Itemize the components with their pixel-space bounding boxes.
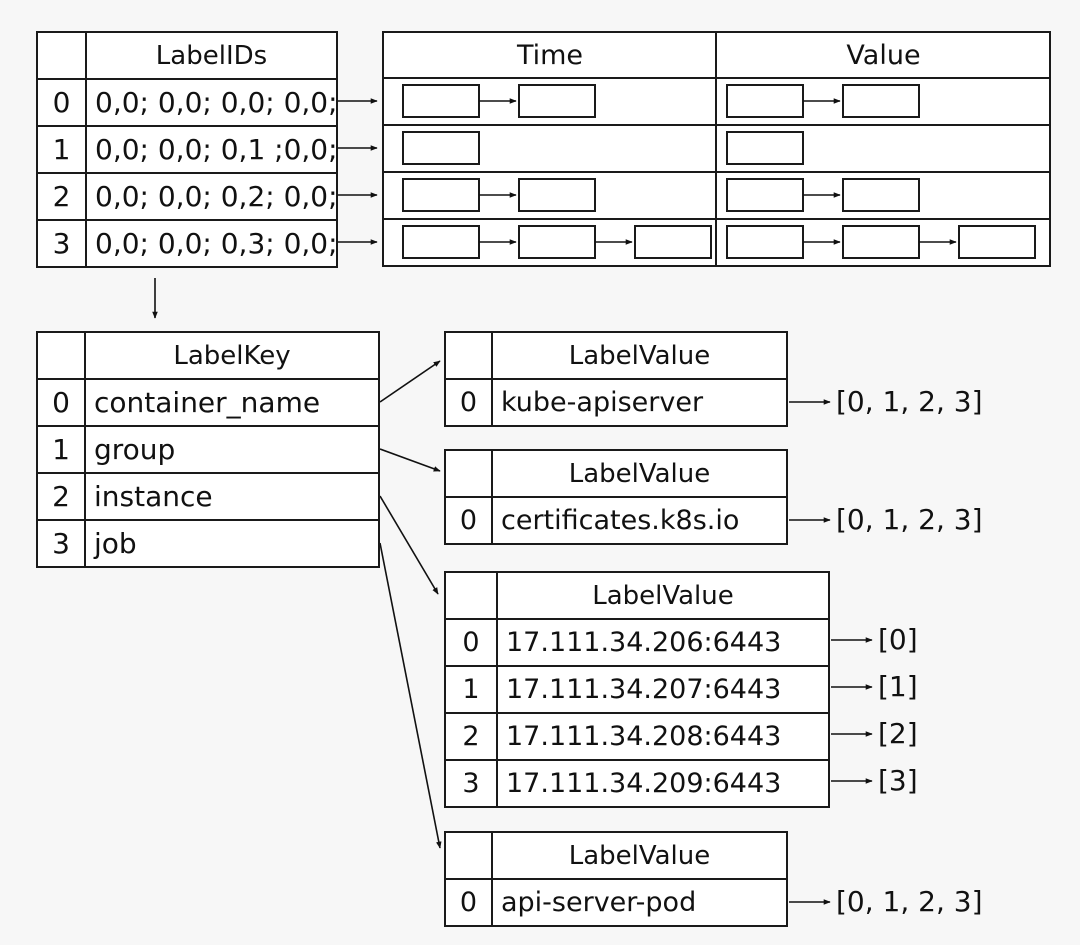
labelvalue-row-value: kube-apiserver [491,378,788,427]
labelkey-row-index: 1 [36,425,86,474]
labelvalue-table-job: LabelValue 0 api-server-pod [444,831,788,927]
labelkey-table: LabelKey 0 container_name 1 group 2 inst… [36,331,380,568]
labelvalue-row-value: 17.111.34.209:6443 [496,759,830,808]
labelvalue-row-value: certificates.k8s.io [491,496,788,545]
postings-list: [2] [878,717,918,750]
time-chunk-box [518,225,596,259]
labelvalue-header: LabelValue [491,449,788,498]
labelkey-row-key: container_name [84,378,380,427]
labelvalue-row-value: 17.111.34.207:6443 [496,665,830,714]
labelvalue-table-container-name: LabelValue 0 kube-apiserver [444,331,788,427]
key3-value-arrow [379,542,442,849]
key0-value-arrow [379,360,441,403]
time-chunk-box [634,225,712,259]
time-chunk-box [402,84,480,118]
labelvalue-row-index: 0 [444,378,493,427]
labelvalue-table-group: LabelValue 0 certificates.k8s.io [444,449,788,545]
labelvalue-index-header [444,831,493,880]
labelvalue-row-value: 17.111.34.206:6443 [496,618,830,667]
labelkey-header: LabelKey [84,331,380,380]
labelvalue-row-value: 17.111.34.208:6443 [496,712,830,761]
value-chunk-box [842,225,920,259]
labelkey-row-index: 3 [36,519,86,568]
time-column-header: Time [516,40,584,71]
labelids-row-value: 0,0; 0,0; 0,0; 0,0; [85,78,338,127]
postings-list: [3] [878,764,918,797]
labelkey-row-key: job [84,519,380,568]
labelids-row-value: 0,0; 0,0; 0,3; 0,0; [85,219,338,268]
labelids-row-value: 0,0; 0,0; 0,1 ;0,0; [85,125,338,174]
key2-value-arrow [379,495,439,595]
postings-list: [0, 1, 2, 3] [836,885,983,918]
labelvalue-header: LabelValue [491,331,788,380]
value-chunk-box [958,225,1036,259]
time-chunk-box [518,178,596,212]
labelkey-row-key: group [84,425,380,474]
labelids-row-value: 0,0; 0,0; 0,2; 0,0; [85,172,338,221]
labelvalue-header: LabelValue [496,571,830,620]
postings-list: [1] [878,670,918,703]
labelvalue-table-instance: LabelValue 0 17.111.34.206:6443 1 17.111… [444,571,830,808]
labelkey-index-header [36,331,86,380]
postings-list: [0, 1, 2, 3] [836,385,983,418]
labelkey-row-index: 2 [36,472,86,521]
labelvalue-row-index: 2 [444,712,498,761]
time-chunk-box [518,84,596,118]
value-chunk-box [726,84,804,118]
labelvalue-row-index: 0 [444,496,493,545]
time-chunk-box [402,131,480,165]
labelvalue-row-index: 3 [444,759,498,808]
value-chunk-box [726,131,804,165]
labelvalue-row-index: 1 [444,665,498,714]
labelids-row-index: 1 [36,125,87,174]
value-chunk-box [726,225,804,259]
time-chunk-box [402,225,480,259]
value-chunk-box [726,178,804,212]
postings-list: [0, 1, 2, 3] [836,503,983,536]
labelvalue-row-index: 0 [444,878,493,927]
postings-list: [0] [878,623,918,656]
labelids-row-index: 2 [36,172,87,221]
labelvalue-index-header [444,449,493,498]
labelvalue-header: LabelValue [491,831,788,880]
value-chunk-box [842,84,920,118]
key1-value-arrow [379,448,441,472]
labelids-header: LabelIDs [85,31,338,80]
time-chunk-box [402,178,480,212]
labelids-table: LabelIDs 0 0,0; 0,0; 0,0; 0,0; 1 0,0; 0,… [36,31,338,268]
labelvalue-row-value: api-server-pod [491,878,788,927]
labelids-row-index: 0 [36,78,87,127]
value-column-header: Value [846,40,921,71]
value-chunk-box [842,178,920,212]
labelvalue-index-header [444,571,498,620]
labelids-index-header [36,31,87,80]
labelvalue-row-index: 0 [444,618,498,667]
labelids-row-index: 3 [36,219,87,268]
labelkey-row-key: instance [84,472,380,521]
labelvalue-index-header [444,331,493,380]
labelkey-row-index: 0 [36,378,86,427]
